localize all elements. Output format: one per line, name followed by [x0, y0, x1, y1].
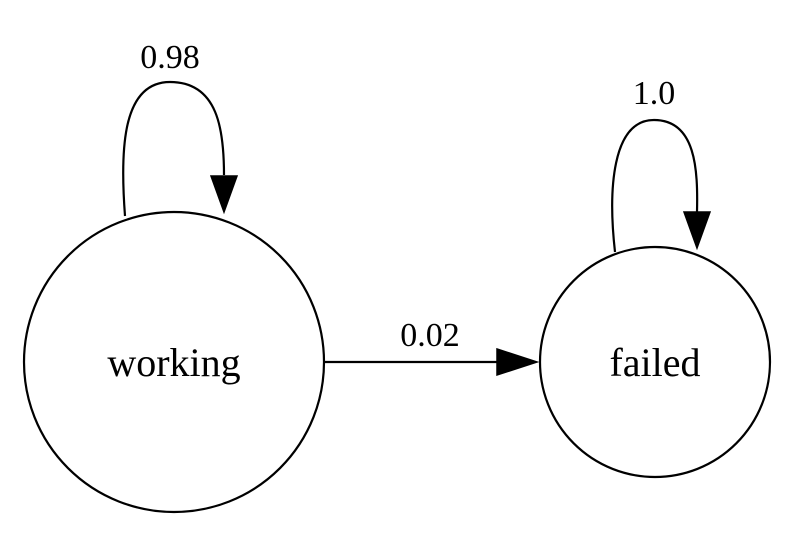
edge-failed-self-loop: 1.0: [611, 75, 712, 253]
edge-working-to-failed-arrow: [496, 347, 540, 377]
edge-label-working-to-failed: 0.02: [400, 317, 460, 354]
edge-working-self-loop-line: [122, 80, 226, 217]
edge-label-failed-self: 1.0: [633, 75, 676, 112]
node-working-circle: [22, 210, 326, 514]
node-failed-circle: [538, 245, 772, 479]
edge-working-self-loop-arrow: [209, 175, 239, 215]
edge-failed-self-loop-arrow: [682, 211, 712, 251]
node-working-label: working: [107, 340, 240, 385]
edge-failed-self-loop-line: [611, 118, 699, 253]
node-failed: failed: [538, 245, 772, 479]
edge-working-self-loop: 0.98: [122, 39, 239, 217]
node-failed-label: failed: [609, 340, 700, 385]
edge-label-working-self: 0.98: [140, 39, 200, 76]
edge-working-to-failed: 0.02: [325, 317, 540, 377]
node-working: working: [22, 210, 326, 514]
